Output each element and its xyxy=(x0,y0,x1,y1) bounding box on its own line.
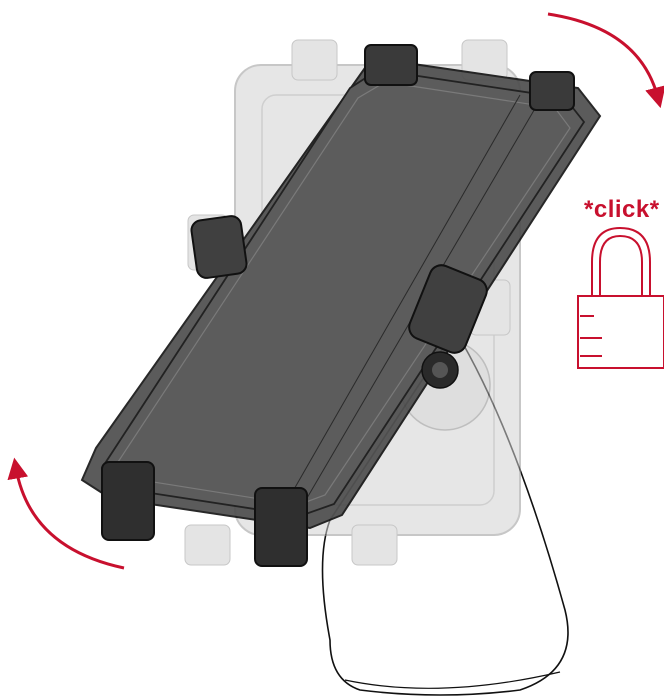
grip-tab-top-left xyxy=(364,44,418,86)
rotated-phone-holder xyxy=(80,44,602,567)
padlock-locked-icon xyxy=(577,226,664,369)
side-clamp-left xyxy=(190,215,248,279)
side-clamp-right xyxy=(408,264,488,354)
click-annotation-text: *click* xyxy=(584,196,660,223)
grip-tab-top-right xyxy=(529,71,575,111)
grip-tab-bottom-center xyxy=(254,487,308,567)
rotate-clockwise-arrow-icon xyxy=(547,12,664,109)
grip-tab-bottom-left xyxy=(101,461,155,541)
rotate-counterclockwise-arrow-icon xyxy=(7,457,125,570)
mount-knob xyxy=(421,351,459,389)
